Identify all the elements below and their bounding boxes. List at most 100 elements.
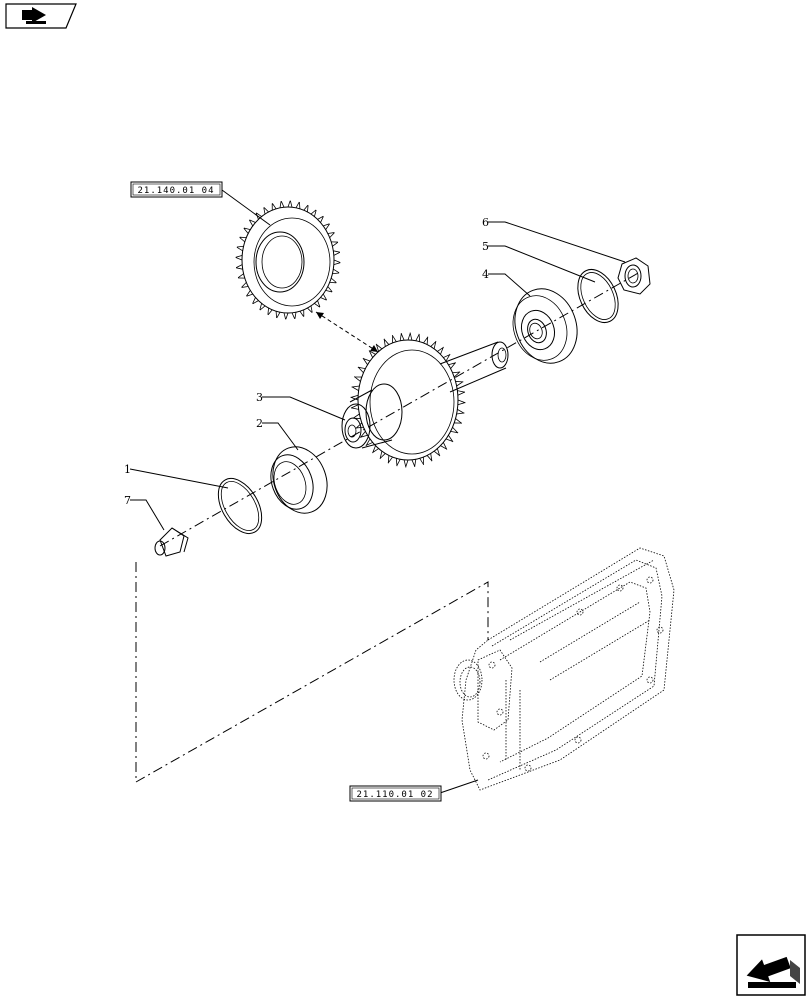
gear-tooth xyxy=(237,273,245,279)
gear-tooth xyxy=(359,431,368,438)
gear-tooth xyxy=(279,201,285,208)
gear-tooth xyxy=(437,346,444,355)
gear-tooth xyxy=(423,336,429,345)
previous-page-arrow-icon xyxy=(22,7,46,24)
gear-tooth xyxy=(391,334,397,343)
gear-tooth xyxy=(387,455,393,464)
gear-reference-label: 21.140.01 04 xyxy=(137,186,214,196)
prev-page-button[interactable] xyxy=(5,3,77,29)
callout-1: 1 xyxy=(124,463,131,476)
gear-tooth xyxy=(433,448,441,457)
snap-ring-5 xyxy=(577,269,619,323)
gear-tooth xyxy=(291,312,297,319)
gear-tooth xyxy=(252,297,259,305)
gear-tooth xyxy=(299,309,305,317)
ring-1 xyxy=(217,478,263,534)
callout-3: 3 xyxy=(256,391,263,404)
gear-tooth xyxy=(419,457,425,466)
gear-tooth xyxy=(271,203,277,211)
gear-tooth xyxy=(445,435,454,443)
gear-tooth xyxy=(241,282,249,288)
fitting-7 xyxy=(154,527,189,557)
gear-tooth xyxy=(351,385,360,391)
gear-tooth xyxy=(246,290,253,297)
gear-tooth xyxy=(275,311,281,319)
gear-tooth xyxy=(235,254,243,261)
gear-tooth xyxy=(333,259,341,266)
callout-6: 6 xyxy=(482,216,489,229)
gear-tooth xyxy=(426,453,433,462)
gear-tooth xyxy=(440,442,448,450)
gear-tooth xyxy=(287,200,293,208)
gear-tooth xyxy=(259,303,266,311)
nut-6 xyxy=(617,257,651,295)
gear-tooth xyxy=(450,426,459,434)
gear-tooth xyxy=(329,277,337,284)
gear-tooth xyxy=(323,223,330,230)
gear-tooth xyxy=(236,245,244,252)
gear-tooth xyxy=(320,293,327,301)
bearing-4 xyxy=(512,288,578,364)
gear-tooth xyxy=(375,343,383,352)
shaft-gear-assembly xyxy=(341,332,509,468)
gear-tooth xyxy=(443,353,451,362)
gear-tooth xyxy=(235,264,243,270)
top-gear xyxy=(235,200,341,320)
gear-tooth xyxy=(355,422,364,429)
gear-tooth xyxy=(372,445,379,454)
gear-tooth xyxy=(456,409,465,415)
gear-tooth xyxy=(455,381,464,387)
gear-tooth xyxy=(395,458,401,467)
gear-tooth xyxy=(353,376,362,382)
gear-tooth xyxy=(362,357,371,365)
gear-tooth xyxy=(267,307,273,316)
gear-tooth xyxy=(383,338,390,347)
next-page-arrow-icon xyxy=(746,956,800,988)
gear-tooth xyxy=(399,332,405,341)
housing-reference-label: 21.110.01 02 xyxy=(356,790,433,800)
housing-reference-link[interactable]: 21.110.01 02 xyxy=(349,785,442,802)
gear-tooth xyxy=(249,219,256,227)
gear-tooth xyxy=(407,332,413,341)
callout-7: 7 xyxy=(124,494,131,507)
gear-tooth xyxy=(368,350,376,358)
gear-tooth xyxy=(303,204,309,213)
callout-5: 5 xyxy=(482,240,489,253)
gear-tooth xyxy=(365,438,373,447)
gear-tooth xyxy=(307,305,313,313)
next-page-button[interactable] xyxy=(736,934,806,996)
gear-tooth xyxy=(263,207,269,215)
gear-tooth xyxy=(325,286,333,293)
gear-tooth xyxy=(457,399,466,406)
gear-tooth xyxy=(350,394,359,401)
gear-tooth xyxy=(314,300,321,308)
gear-tooth xyxy=(403,459,409,468)
callout-2: 2 xyxy=(256,417,263,430)
gear-tooth xyxy=(310,209,317,217)
gear-tooth xyxy=(411,459,417,468)
gear-tooth xyxy=(243,227,251,234)
gear-tooth xyxy=(357,366,366,374)
gear-tooth xyxy=(317,215,324,223)
bushing-2 xyxy=(270,446,328,514)
gear-tooth xyxy=(448,362,457,369)
gear-tooth xyxy=(283,312,289,320)
gear-tooth xyxy=(333,250,341,256)
gear-tooth xyxy=(452,371,461,378)
gear-tooth xyxy=(457,390,466,396)
gear-tooth xyxy=(239,236,247,243)
gear-tooth xyxy=(332,268,340,275)
gear-tooth xyxy=(255,212,262,220)
gear-tooth xyxy=(331,241,339,247)
gear-reference-link[interactable]: 21.140.01 04 xyxy=(130,181,223,198)
gear-tooth xyxy=(379,451,386,460)
gear-tooth xyxy=(327,232,335,238)
callout-4: 4 xyxy=(482,268,489,281)
gear-tooth xyxy=(430,340,437,349)
transmission-housing xyxy=(453,547,675,791)
gear-tooth xyxy=(295,201,301,209)
gear-tooth xyxy=(454,418,463,424)
gear-tooth xyxy=(415,333,421,342)
gear-tooth xyxy=(350,404,359,410)
